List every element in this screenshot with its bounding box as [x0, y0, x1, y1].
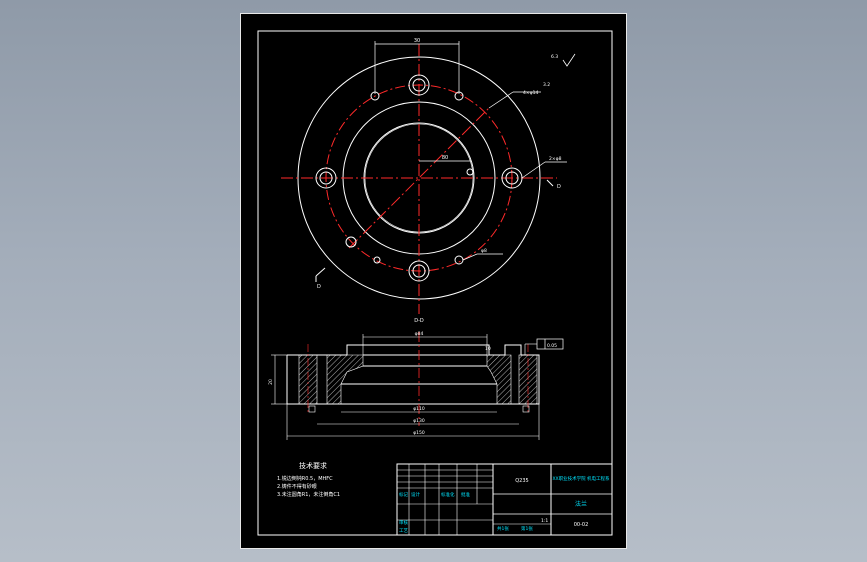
tolerance-value: 0.05	[547, 343, 557, 349]
dim-top-label-section: φ84	[415, 331, 424, 337]
title-row-label-2: 设计	[411, 491, 420, 498]
tech-req-line-1: 1.锐边倒钝R0.5，MHFC	[277, 475, 333, 482]
title-mid-label-3: 共1张	[497, 525, 509, 532]
tech-req-line-2: 2.铸件不得有砂眼	[277, 483, 317, 490]
title-scale: 1:1	[541, 518, 548, 524]
section-view: D-D φ110 φ130	[268, 318, 564, 440]
cad-drawing: 30 80 3.2 4×φ14 2×φ8 φ8 6.3 D D	[257, 30, 613, 536]
section-label: D-D	[414, 318, 424, 324]
surface-finish-symbol	[562, 53, 576, 67]
dim-step-label: 10	[485, 346, 491, 352]
title-drawing-no: 00-02	[574, 522, 589, 528]
datum-box-left	[308, 405, 316, 413]
bolt-hole-left	[315, 167, 337, 189]
small-hole-6	[466, 168, 474, 176]
title-mid-label-4: 第1张	[521, 525, 533, 532]
hole-note-3: φ8	[481, 248, 487, 254]
title-part-name: 法兰	[575, 500, 587, 508]
title-row-label-4: 工艺	[399, 528, 408, 534]
title-material: Q235	[515, 478, 528, 484]
tech-req-line-3: 3.未注圆角R1，未注倒角C1	[277, 491, 340, 498]
title-row-label-1: 标记	[399, 491, 408, 498]
technical-requirements: 技术要求 1.锐边倒钝R0.5，MHFC 2.铸件不得有砂眼 3.未注圆角R1，…	[277, 461, 340, 498]
surface-note-1: 3.2	[543, 82, 550, 88]
dim-outer-label: φ150	[413, 430, 425, 436]
dim-top-label: 30	[414, 38, 420, 44]
surface-note-2: 6.3	[551, 54, 558, 60]
title-row-label-3: 审核	[399, 519, 408, 526]
section-outline	[286, 344, 540, 405]
title-mid-label-1: 标准化	[441, 491, 455, 498]
hatch-right-2	[486, 354, 512, 405]
drawing-sheet: 30 80 3.2 4×φ14 2×φ8 φ8 6.3 D D	[240, 13, 627, 549]
small-hole-4	[454, 255, 464, 265]
section-marker-left: D	[317, 284, 321, 290]
datum-box-right	[522, 405, 530, 413]
top-view: 30 80 3.2 4×φ14 2×φ8 φ8 6.3 D D	[281, 38, 576, 314]
tech-req-title: 技术要求	[299, 461, 327, 470]
title-mid-label-2: 批准	[461, 491, 470, 498]
inner-border	[257, 30, 613, 536]
small-hole-5	[373, 256, 381, 264]
bolt-hole-bottom	[408, 260, 430, 282]
hatch-left-2	[326, 354, 364, 405]
centerline-diagonal-1	[348, 107, 490, 249]
dim-mid-label-section: φ130	[413, 418, 425, 424]
dim-inner-label: φ110	[413, 406, 425, 412]
small-hole-3	[345, 236, 357, 248]
hole-note-2: 2×φ8	[549, 156, 562, 162]
title-company: XX职业技术学院 机电工程系	[552, 475, 610, 482]
dim-mid-label: 80	[442, 155, 448, 161]
bolt-hole-top	[408, 74, 430, 96]
hole-note-1: 4×φ14	[523, 90, 538, 96]
section-marker-right: D	[557, 184, 561, 190]
dim-height-label: 20	[268, 379, 274, 385]
title-block: 标记 设计 审核 工艺 标准化 批准 共1张 第1张 Q235 XX职业技术学院…	[396, 463, 613, 536]
